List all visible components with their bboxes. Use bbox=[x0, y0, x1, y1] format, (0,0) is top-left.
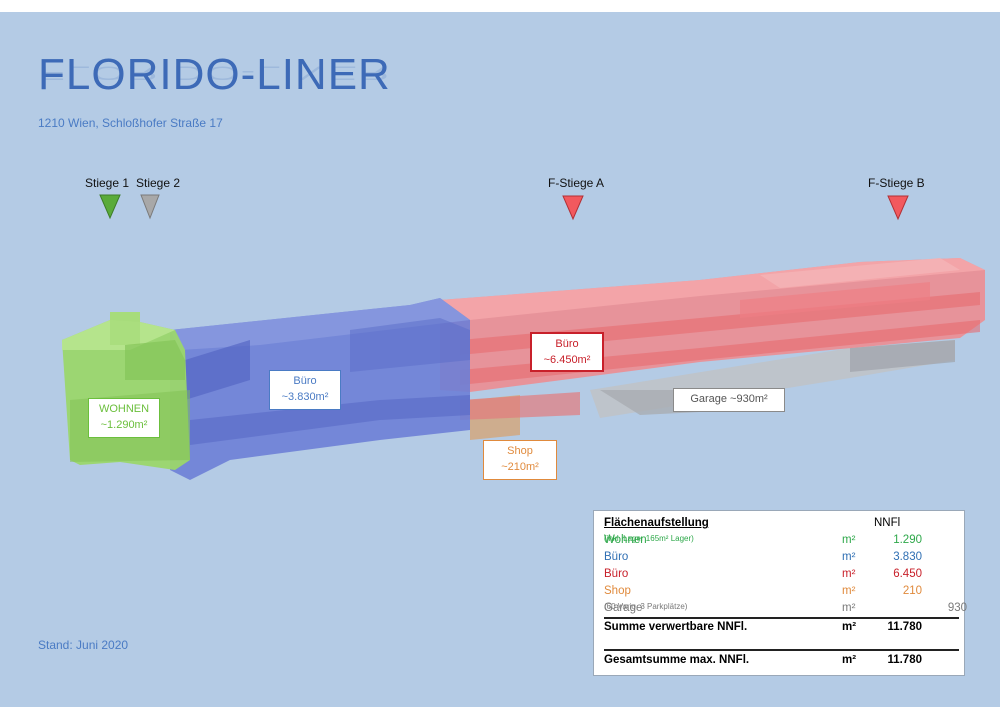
row-unit: m² bbox=[842, 585, 856, 597]
table-column-header: NNFl bbox=[874, 517, 901, 529]
row-value: 3.830 bbox=[893, 551, 922, 563]
row-unit: m² bbox=[842, 602, 856, 614]
row-value: 930 bbox=[947, 602, 967, 614]
stair-label-1: Stiege 1 bbox=[85, 176, 130, 190]
table-row: Wohnen (inkl. Lager 165m² Lager) m² 1.29… bbox=[604, 534, 959, 550]
buero-blue-name: Büro bbox=[293, 375, 317, 387]
row-unit: m² bbox=[842, 568, 856, 580]
total-value: 11.780 bbox=[887, 654, 922, 666]
buero-blue-size: ~3.830m² bbox=[281, 391, 329, 403]
row-label: Wohnen bbox=[604, 534, 647, 546]
total-unit: m² bbox=[842, 654, 857, 666]
address-text: 1210 Wien, Schloßhofer Straße 17 bbox=[38, 116, 223, 130]
row-value: 210 bbox=[902, 585, 922, 597]
stand-date: Stand: Juni 2020 bbox=[38, 638, 129, 652]
buero-red-size: ~6.450m² bbox=[543, 354, 591, 366]
buero-red-area-label: Büro ~6.450m² bbox=[530, 332, 604, 372]
shop-name: Shop bbox=[507, 445, 533, 457]
row-value: 1.290 bbox=[893, 534, 922, 546]
table-row: Shop m² 210 bbox=[604, 585, 959, 601]
stair-2-marker-icon bbox=[140, 194, 160, 220]
row-label: Büro bbox=[604, 551, 629, 563]
sum-label: Summe verwertbare NNFl. bbox=[604, 621, 748, 633]
stair-label-b: F-Stiege B bbox=[868, 176, 925, 190]
shop-size: ~210m² bbox=[501, 461, 539, 473]
garage-area-label: Garage ~930m² bbox=[673, 388, 785, 412]
shop-area-label: Shop ~210m² bbox=[483, 440, 557, 480]
sum-unit: m² bbox=[842, 621, 857, 633]
stair-b-marker-icon bbox=[887, 195, 909, 221]
page-title: FLORIDO-LINER bbox=[38, 50, 391, 99]
table-row: Büro m² 3.830 bbox=[604, 551, 959, 567]
area-summary-table: Flächenaufstellung NNFl Wohnen (inkl. La… bbox=[593, 510, 967, 676]
table-header-row: Flächenaufstellung NNFl bbox=[604, 517, 959, 533]
sum-row: Summe verwertbare NNFl. m² 11.780 bbox=[604, 621, 959, 637]
total-row: Gesamtsumme max. NNFl. m² 11.780 bbox=[604, 654, 959, 670]
row-note: (60 Vario, 3 Parkplätze) bbox=[604, 602, 688, 611]
wohnen-area-label: WOHNEN ~1.290m² bbox=[88, 398, 160, 438]
row-unit: m² bbox=[842, 534, 856, 546]
row-unit: m² bbox=[842, 551, 856, 563]
row-value: 6.450 bbox=[893, 568, 922, 580]
total-label: Gesamtsumme max. NNFl. bbox=[604, 654, 750, 666]
row-note: (inkl. Lager 165m² Lager) bbox=[604, 534, 694, 543]
table-heading: Flächenaufstellung bbox=[604, 517, 709, 529]
wohnen-name: WOHNEN bbox=[98, 403, 150, 415]
table-divider bbox=[604, 649, 959, 651]
stair-1-marker-icon bbox=[99, 194, 121, 220]
table-divider bbox=[604, 617, 959, 619]
row-label: Büro bbox=[604, 568, 629, 580]
table-row: Büro m² 6.450 bbox=[604, 568, 959, 584]
stair-a-marker-icon bbox=[562, 195, 584, 221]
row-label: Garage bbox=[604, 602, 643, 614]
stair-label-a: F-Stiege A bbox=[548, 176, 605, 190]
sum-value: 11.780 bbox=[887, 621, 922, 633]
wohnen-size: ~1.290m² bbox=[100, 419, 148, 431]
buero-red-name: Büro bbox=[555, 338, 579, 350]
row-label: Shop bbox=[604, 585, 631, 597]
buero-blue-area-label: Büro ~3.830m² bbox=[269, 370, 341, 410]
garage-text: Garage ~930m² bbox=[690, 393, 768, 405]
table-row: Garage (60 Vario, 3 Parkplätze) m² 930 bbox=[604, 602, 967, 618]
stair-label-2: Stiege 2 bbox=[136, 176, 181, 190]
green-residential-volume bbox=[62, 312, 190, 470]
